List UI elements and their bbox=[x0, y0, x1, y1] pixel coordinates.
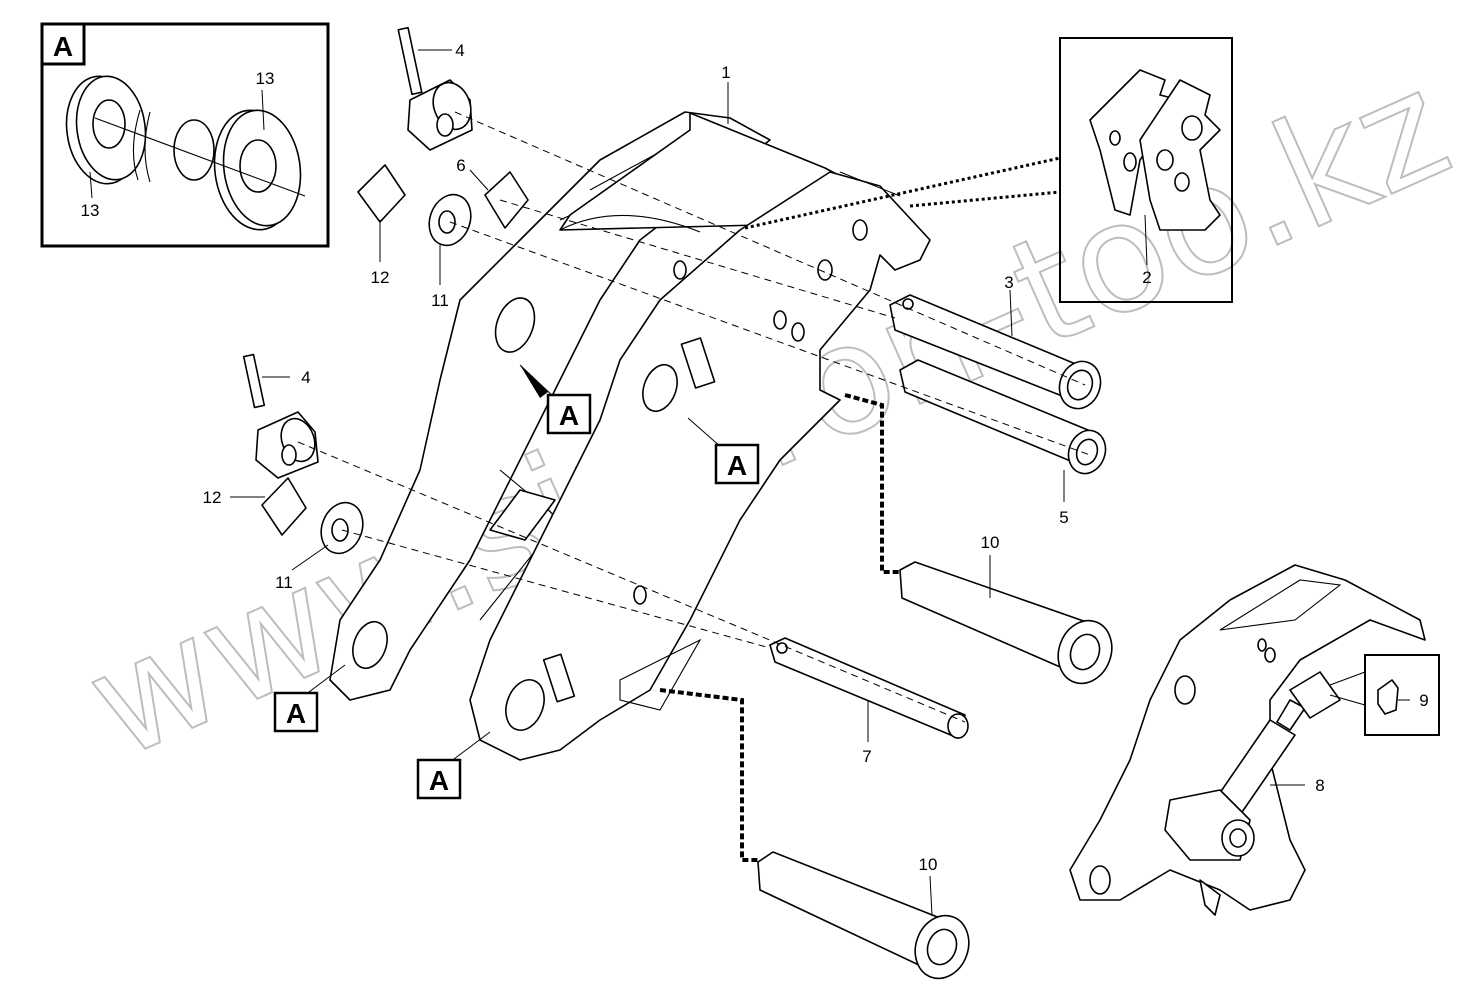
section-marker-1: A bbox=[559, 400, 579, 431]
lower-hardware: 4 12 11 7 10 10 bbox=[203, 353, 1113, 980]
label-lock-pin-bottom: 4 bbox=[301, 368, 310, 387]
detail-2-inset: 2 bbox=[744, 37, 1233, 303]
label-spring-clip-top: 12 bbox=[371, 268, 390, 287]
cylinder-assembly: 8 9 bbox=[1069, 564, 1440, 916]
detail-a-letter: A bbox=[53, 31, 73, 62]
section-marker-2: A bbox=[727, 450, 747, 481]
label-pin-upper: 3 bbox=[1004, 273, 1013, 292]
label-washer-bottom: 11 bbox=[275, 573, 293, 592]
label-shim-bottom: 13 bbox=[81, 201, 100, 220]
label-bushing-pin-upper: 10 bbox=[981, 533, 1000, 552]
label-pin-lower: 7 bbox=[862, 747, 871, 766]
label-clip: 6 bbox=[456, 156, 465, 175]
label-bushing-pin-lower: 10 bbox=[919, 855, 938, 874]
label-bracket-detail: 2 bbox=[1142, 268, 1151, 287]
upper-hardware: 4 6 12 11 1 3 5 bbox=[357, 26, 1107, 527]
label-pin-middle: 5 bbox=[1059, 508, 1068, 527]
label-shim-top: 13 bbox=[256, 69, 275, 88]
label-frame: 1 bbox=[721, 63, 730, 82]
loader-frame bbox=[329, 111, 931, 761]
label-washer-top: 11 bbox=[431, 291, 449, 310]
label-spring-clip-bottom: 12 bbox=[203, 488, 222, 507]
section-markers: A A A A bbox=[273, 364, 760, 800]
detail-a-inset: A 13 13 bbox=[40, 22, 330, 248]
label-cylinder: 8 bbox=[1315, 776, 1324, 795]
label-grease-nipple: 9 bbox=[1419, 691, 1428, 710]
section-marker-3: A bbox=[286, 698, 306, 729]
section-marker-4: A bbox=[429, 765, 449, 796]
label-lock-pin-top: 4 bbox=[455, 41, 464, 60]
